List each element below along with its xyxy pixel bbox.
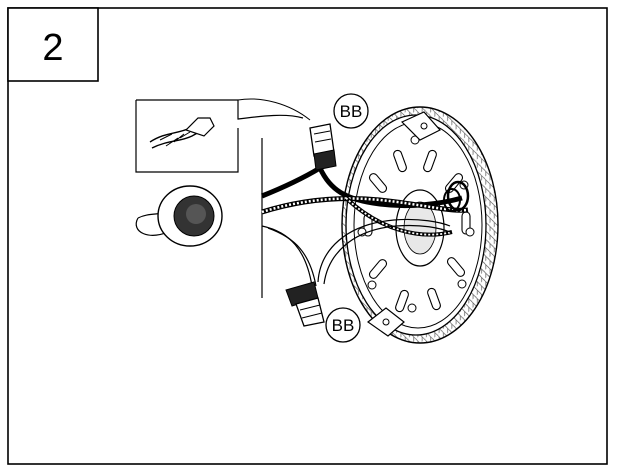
step-number-box: 2 <box>7 7 99 82</box>
wire-twist-detail <box>135 98 311 173</box>
panel-border <box>7 7 608 465</box>
callout-bb-bottom: BB <box>325 307 361 343</box>
wire-nut-bottom <box>285 281 325 327</box>
callout-bb-top: BB <box>333 93 369 129</box>
black-wire <box>261 165 463 209</box>
step-number: 2 <box>42 27 63 69</box>
mounting-plate <box>341 106 499 344</box>
braided-ground-wire <box>261 180 470 237</box>
wire-nut-top <box>309 123 337 171</box>
white-wire <box>261 218 451 287</box>
electrical-tape-icon <box>135 185 223 247</box>
callout-bb-bottom-label: BB <box>332 316 355 335</box>
callout-bb-top-label: BB <box>340 102 363 121</box>
